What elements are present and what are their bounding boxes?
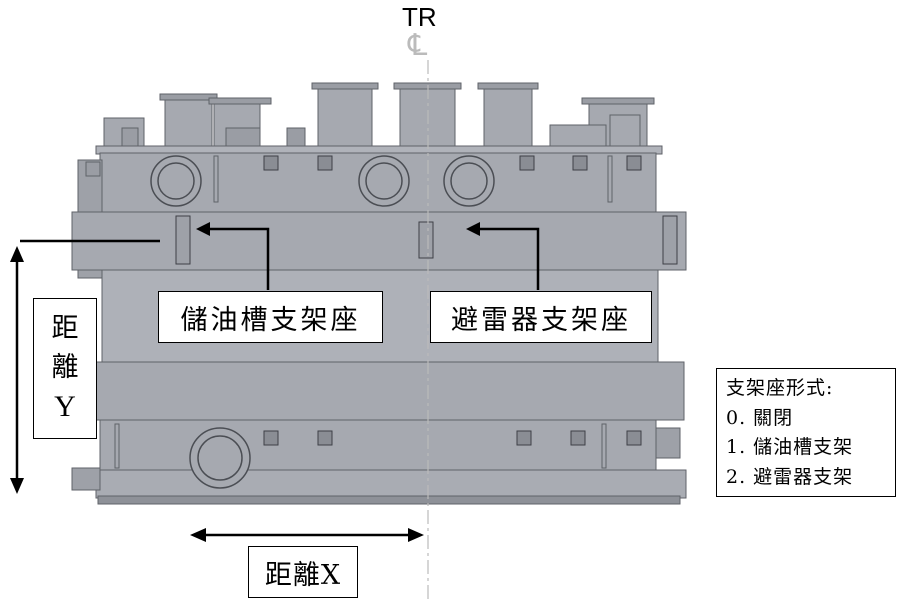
distance-x-label: 距離X <box>248 546 358 598</box>
bracket-plates <box>175 215 678 265</box>
bracket-type-legend: 支架座形式: 0. 關閉 1. 儲油槽支架 2. 避雷器支架 <box>716 368 896 497</box>
lower-band <box>95 361 685 421</box>
legend-title: 支架座形式: <box>726 377 834 399</box>
callout-arrows <box>200 227 540 290</box>
legend-item: 0. 關閉 <box>726 406 794 429</box>
legend-item: 2. 避雷器支架 <box>726 465 854 488</box>
inspection-plates <box>263 155 642 446</box>
top-pipe <box>483 85 533 147</box>
manholes <box>150 155 495 489</box>
tr-label: TR <box>402 2 437 32</box>
upper-band <box>71 211 687 271</box>
legend-item: 1. 儲油槽支架 <box>726 436 854 458</box>
centerline-symbol: ℄ <box>408 28 428 63</box>
distance-y-label: 距 離 Y <box>33 298 97 439</box>
top-pipe <box>164 96 213 148</box>
oil-tank-bracket-label: 儲油槽支架座 <box>158 291 383 343</box>
distance-y-dimension <box>15 239 160 488</box>
arrester-bracket-label: 避雷器支架座 <box>430 291 652 343</box>
top-pipe <box>317 85 373 147</box>
